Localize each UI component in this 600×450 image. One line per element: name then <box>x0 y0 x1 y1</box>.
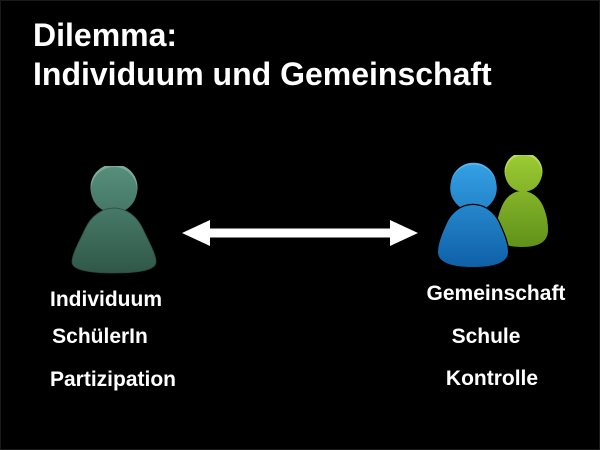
single-person-icon <box>71 166 157 274</box>
label-individuum: Individuum <box>50 288 162 311</box>
blue-person-icon <box>436 160 510 269</box>
green-person-icon <box>496 155 548 247</box>
title-line-2: Individuum und Gemeinschaft <box>33 56 492 92</box>
two-persons-icon <box>436 155 548 269</box>
label-gemeinschaft: Gemeinschaft <box>426 282 566 305</box>
label-partizipation: Partizipation <box>49 368 176 391</box>
label-kontrolle: Kontrolle <box>445 367 539 390</box>
label-schule: Schule <box>451 325 521 348</box>
label-schuelerin: SchülerIn <box>52 325 148 348</box>
title-line-1: Dilemma: <box>33 17 178 53</box>
slide-title: Dilemma: Individuum und Gemeinschaft <box>33 16 492 94</box>
double-arrow-icon <box>182 220 418 246</box>
